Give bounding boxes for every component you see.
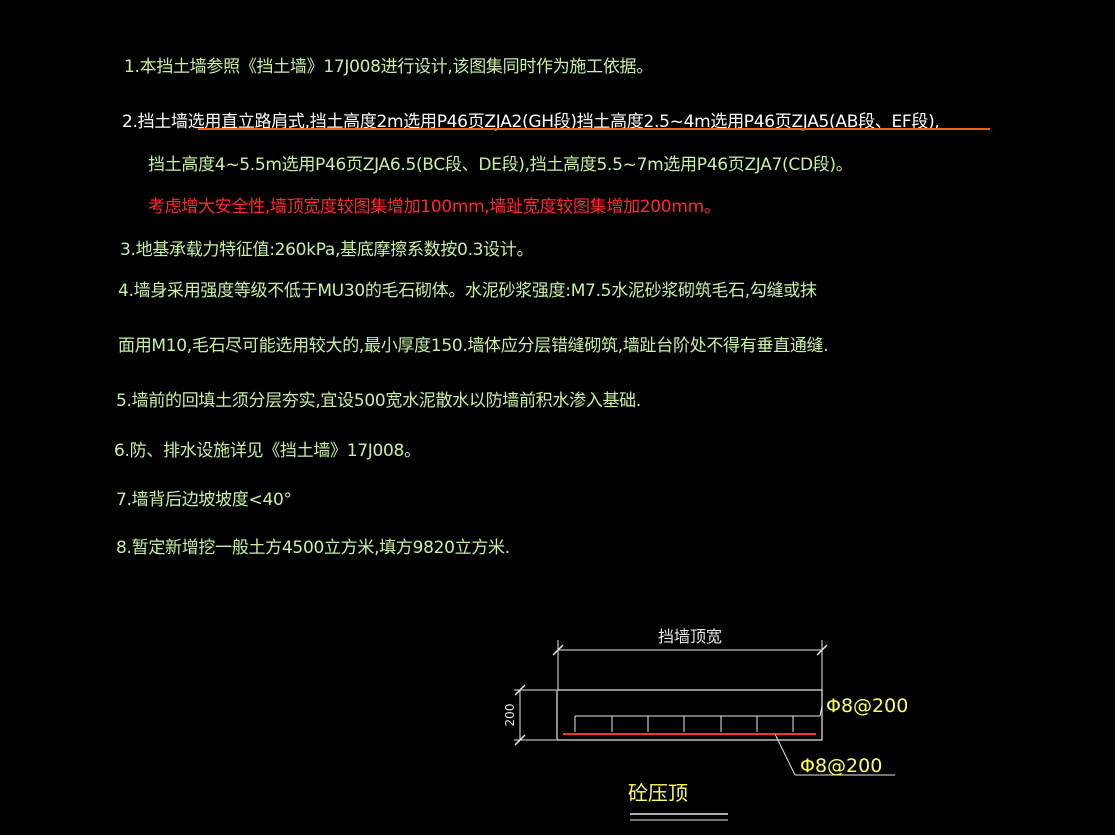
rebar-label-bottom: Φ8@200 [800, 755, 882, 777]
height-tick-bottom [514, 734, 526, 746]
highlight-underline [198, 128, 990, 130]
note-2-line-3: 考虑增大安全性,墙顶宽度较图集增加100mm,墙趾宽度较图集增加200mm。 [148, 197, 721, 217]
coping-outline [556, 689, 823, 741]
note-6: 6.防、排水设施详见《挡土墙》17J008。 [114, 441, 421, 461]
leader-bottom [774, 733, 796, 776]
detail-title: 砼压顶 [628, 781, 688, 805]
height-label: 200 [503, 704, 517, 727]
rebar-label-top: Φ8@200 [826, 695, 908, 717]
note-2-line-2: 挡土高度4~5.5m选用P46页ZJA6.5(BC段、DE段),挡土高度5.5~… [148, 155, 853, 175]
width-tick-right [816, 644, 828, 656]
note-8: 8.暂定新增挖一般土方4500立方米,填方9820立方米. [116, 538, 510, 558]
note-2-line-1: 2.挡土墙选用直立路肩式,挡土高度2m选用P46页ZJA2(GH段)挡土高度2.… [122, 112, 940, 132]
width-tick-left [552, 644, 564, 656]
note-5: 5.墙前的回填土须分层夯实,宜设500宽水泥散水以防墙前积水渗入基础. [116, 391, 641, 411]
note-7: 7.墙背后边坡坡度<40° [116, 490, 292, 510]
note-3: 3.地基承载力特征值:260kPa,基底摩擦系数按0.3设计。 [120, 240, 534, 260]
note-4-line-2: 面用M10,毛石尽可能选用较大的,最小厚度150.墙体应分层错缝砌筑,墙趾台阶处… [118, 336, 829, 356]
width-label: 挡墙顶宽 [658, 627, 722, 646]
stirrup-group [574, 716, 794, 732]
height-tick-top [514, 684, 526, 696]
note-1: 1.本挡土墙参照《挡土墙》17J008进行设计,该图集同时作为施工依据。 [124, 57, 653, 77]
leader-top-tail [819, 705, 823, 717]
note-4-line-1: 4.墙身采用强度等级不低于MU30的毛石砌体。水泥砂浆强度:M7.5水泥砂浆砌筑… [118, 281, 817, 301]
